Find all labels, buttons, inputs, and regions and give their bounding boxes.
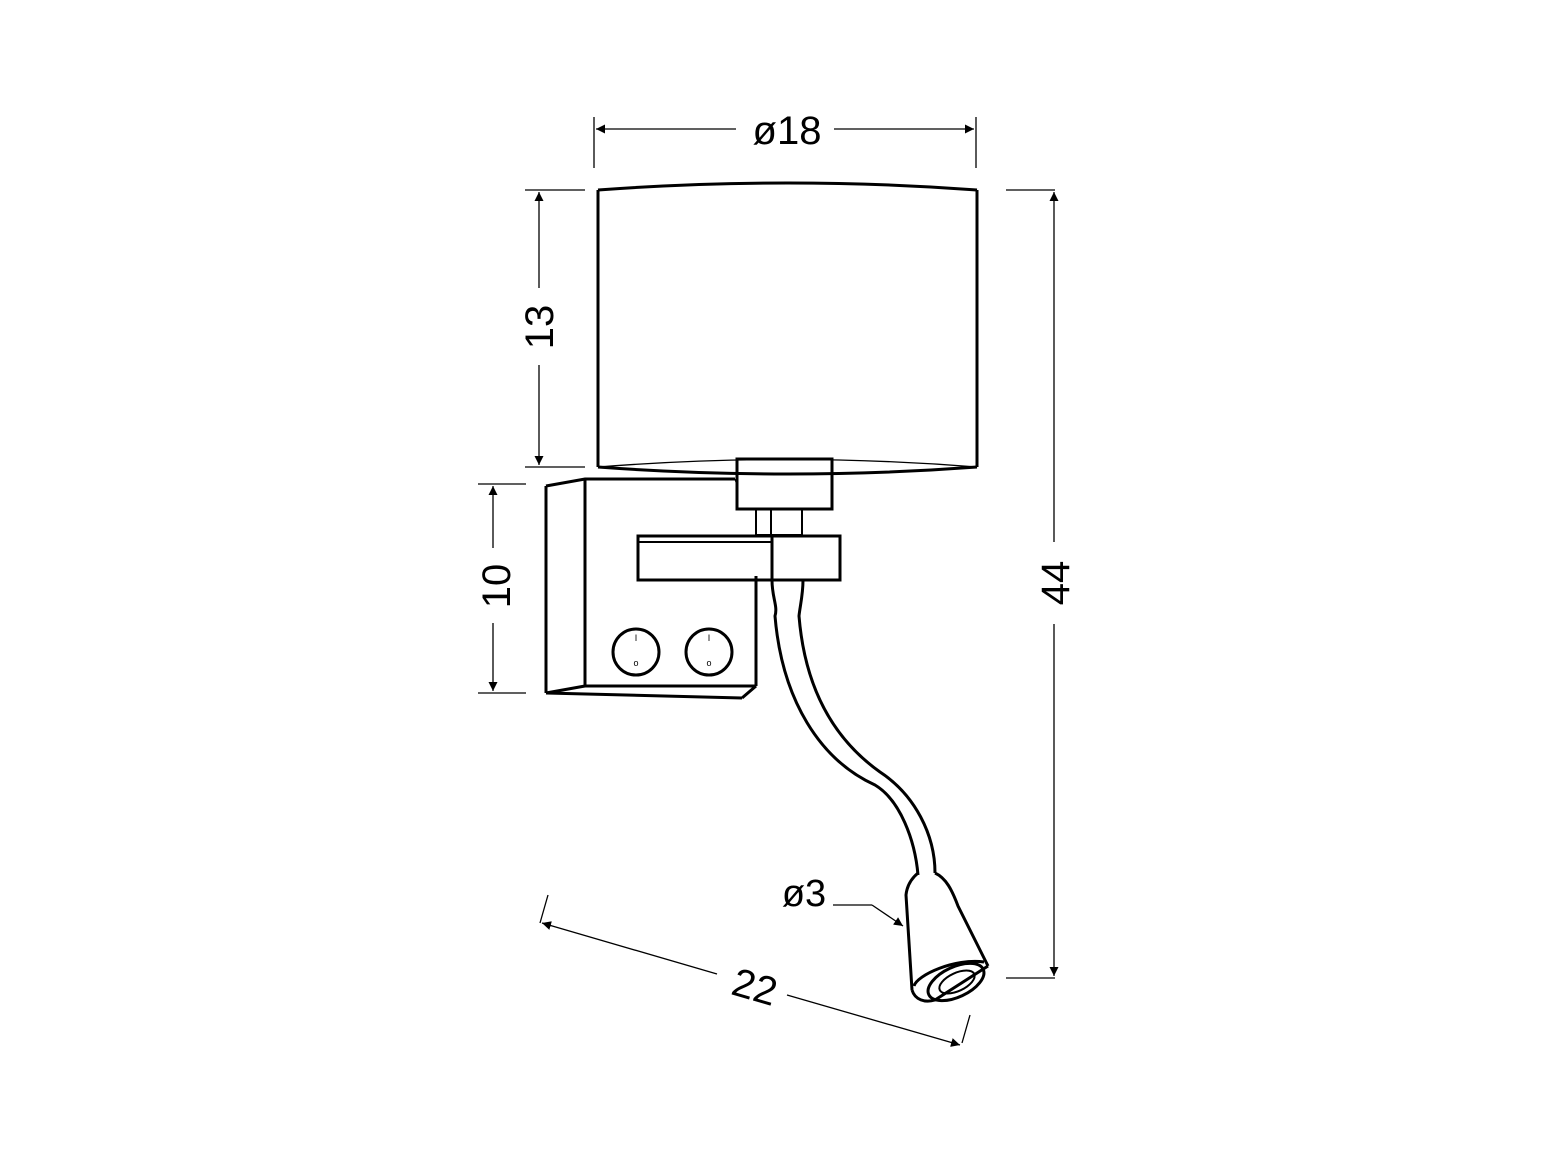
reading-light-head (904, 871, 990, 1003)
wall-base-plate (544, 477, 758, 700)
switch-right-off-label: o (706, 658, 711, 668)
dimension-shade-diameter: ø18 (593, 109, 977, 168)
lamp-arm (636, 534, 842, 582)
shade-height-label: 13 (518, 305, 562, 350)
switch-right[interactable]: I o (684, 627, 734, 677)
flexible-gooseneck (770, 579, 937, 876)
dimension-head-diameter: ø3 (782, 873, 904, 927)
lamp-shade (596, 181, 979, 476)
dimension-shade-height: 13 (518, 189, 585, 468)
switch-left-off-label: o (633, 658, 638, 668)
head-diameter-label: ø3 (782, 873, 826, 915)
switch-left-on-label: I (635, 633, 638, 643)
dimension-total-height: 44 (1006, 189, 1078, 979)
shade-socket (735, 457, 834, 536)
total-height-label: 44 (1034, 561, 1078, 606)
dimension-base-height: 10 (475, 483, 526, 694)
dimension-projection: 22 (539, 894, 971, 1047)
switch-right-on-label: I (708, 633, 711, 643)
shade-diameter-label: ø18 (753, 109, 822, 153)
projection-label: 22 (727, 960, 782, 1015)
base-height-label: 10 (475, 564, 519, 609)
switch-left[interactable]: I o (611, 627, 661, 677)
